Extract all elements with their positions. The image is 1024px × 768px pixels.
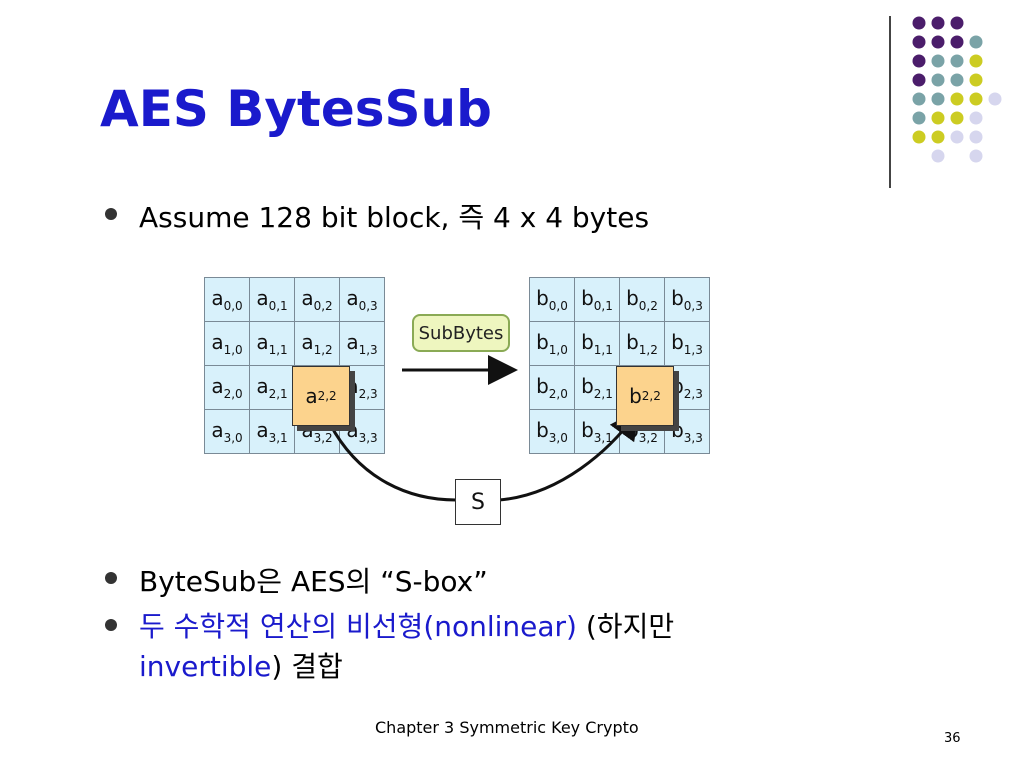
bullet-block-size: Assume 128 bit block, 즉 4 x 4 bytes xyxy=(105,196,650,236)
decorative-dot xyxy=(969,73,983,87)
page-number: 36 xyxy=(944,731,961,746)
grid-cell: a0,0 xyxy=(204,277,250,322)
grid-cell: b0,3 xyxy=(664,277,710,322)
grid-cell: a1,2 xyxy=(294,321,340,366)
decorative-dot xyxy=(969,111,983,125)
decorative-dot xyxy=(931,16,945,30)
grid-cell: b1,1 xyxy=(574,321,620,366)
grid-cell: a0,2 xyxy=(294,277,340,322)
grid-cell: b1,3 xyxy=(664,321,710,366)
decorative-dot xyxy=(931,73,945,87)
grid-cell: a2,1 xyxy=(249,365,295,410)
bullet-bytesub: ByteSub은 AES의 “S-box” xyxy=(105,560,488,600)
decorative-dot xyxy=(912,54,926,68)
bullet-bytesub-text: ByteSub은 AES의 “S-box” xyxy=(139,565,488,598)
slide-footer: Chapter 3 Symmetric Key Crypto xyxy=(375,718,639,737)
grid-cell: a1,3 xyxy=(339,321,385,366)
sbox-output-curve xyxy=(498,409,640,502)
decorative-dot xyxy=(969,35,983,49)
decorative-dot xyxy=(969,54,983,68)
sbox-input-curve xyxy=(328,423,457,502)
decorative-dot xyxy=(931,130,945,144)
grid-cell: a3,1 xyxy=(249,409,295,454)
decorative-dot xyxy=(931,54,945,68)
slide-title: AES BytesSub xyxy=(100,80,492,138)
decorative-dot xyxy=(912,111,926,125)
sbox-box: S xyxy=(455,479,501,525)
decorative-dot xyxy=(931,149,945,163)
decorative-dot xyxy=(950,111,964,125)
decorative-dot xyxy=(950,130,964,144)
decorative-dot xyxy=(912,130,926,144)
grid-cell: b0,1 xyxy=(574,277,620,322)
grid-cell: b2,1 xyxy=(574,365,620,410)
decorative-dot xyxy=(912,73,926,87)
grid-cell: b3,0 xyxy=(529,409,575,454)
bullet-dot-icon xyxy=(105,208,117,220)
decorative-dot xyxy=(912,92,926,106)
decorative-dot-pattern xyxy=(912,16,1002,163)
grid-cell: a0,3 xyxy=(339,277,385,322)
decorative-dot xyxy=(931,35,945,49)
decorative-dot xyxy=(969,130,983,144)
bullet-block-size-text: Assume 128 bit block, 즉 4 x 4 bytes xyxy=(139,201,650,234)
decorative-dot xyxy=(950,54,964,68)
bullet-nonlinear: 두 수학적 연산의 비선형(nonlinear) (하지만 invertible… xyxy=(105,607,674,687)
decorative-dot xyxy=(912,16,926,30)
decorative-dot xyxy=(950,16,964,30)
decorative-dot xyxy=(969,92,983,106)
subbytes-label: SubBytes xyxy=(412,314,510,352)
decorative-dot xyxy=(988,92,1002,106)
decorative-dot xyxy=(931,111,945,125)
bullet-dot-icon xyxy=(105,619,117,631)
decorative-dot xyxy=(950,92,964,106)
grid-cell: b2,0 xyxy=(529,365,575,410)
decorative-dot xyxy=(912,35,926,49)
grid-cell: b1,0 xyxy=(529,321,575,366)
decorative-dot xyxy=(969,149,983,163)
decorative-dot xyxy=(950,73,964,87)
decorative-vertical-line xyxy=(889,16,891,188)
decorative-dot xyxy=(931,92,945,106)
grid-cell: a1,1 xyxy=(249,321,295,366)
bullet-dot-icon xyxy=(105,572,117,584)
grid-cell: a3,0 xyxy=(204,409,250,454)
decorative-dot xyxy=(950,35,964,49)
